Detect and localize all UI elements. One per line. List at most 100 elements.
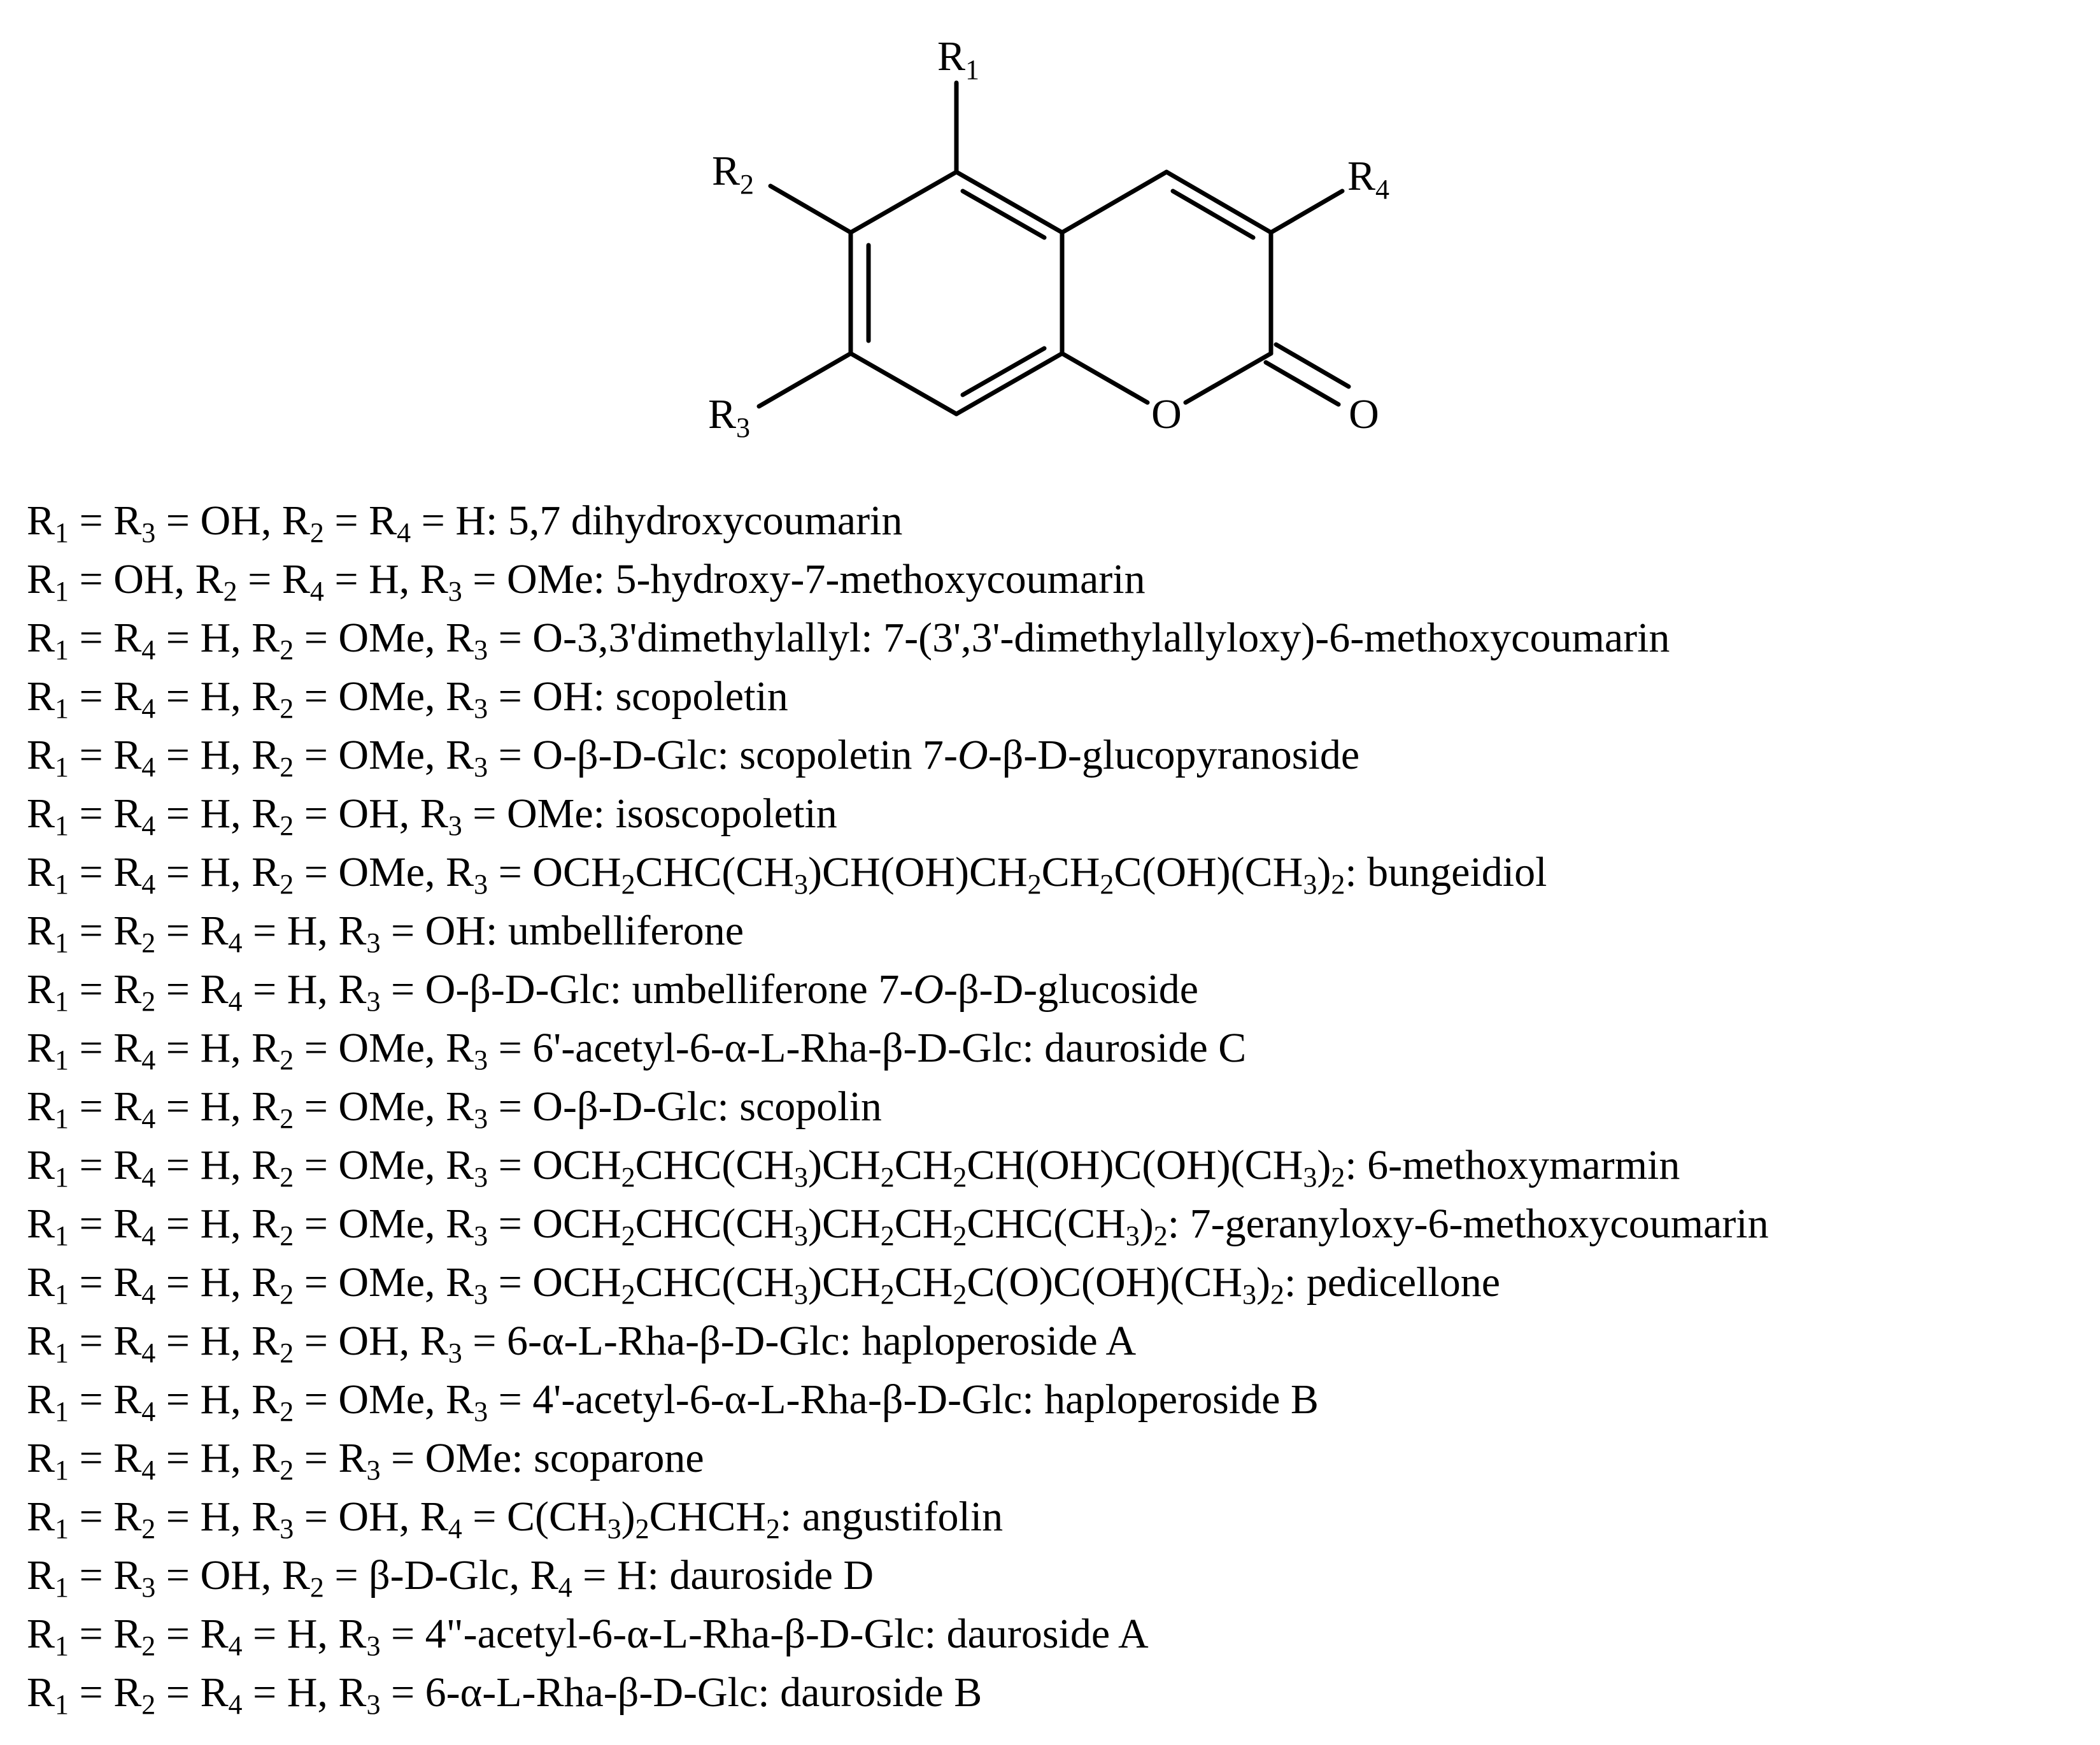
text-segment: = 4'-acetyl-6-α-L-Rha-β-D-Glc: haplopero… [488,1376,1319,1423]
subscript: 3 [1242,1279,1256,1310]
subscript: 2 [280,869,294,900]
text-segment: CH [1041,849,1100,895]
subscript: 3 [448,810,462,841]
text-segment: CHC(CH [635,1142,795,1188]
text-segment: ) [1317,1142,1331,1188]
subscript: 3 [474,1220,488,1251]
text-segment: = R [155,966,229,1013]
text-segment: = OH, R [69,556,223,602]
bond-r4 [1268,189,1345,235]
subscript: 4 [141,1455,156,1486]
text-segment: = R [69,1435,142,1481]
compound-line: R1 = R2 = R4 = H, R3 = 6-α-L-Rha-β-D-Glc… [27,1663,1769,1722]
subscript: 1 [55,869,69,900]
subscript: 4 [141,1044,156,1076]
subscript: 3 [794,1220,809,1251]
text-segment: = O-β-D-Glc: scopoletin 7- [488,732,958,778]
text-segment: R [27,966,55,1013]
text-segment: ) [1256,1259,1270,1306]
text-segment: = OMe: scoparone [380,1435,704,1481]
subscript: 1 [55,1455,69,1486]
subscript: 3 [1303,869,1317,900]
compound-line: R1 = R4 = H, R2 = OMe, R3 = OCH2CHC(CH3)… [27,1253,1769,1312]
text-segment: = R [155,1669,229,1716]
text-segment: R [27,1493,55,1540]
subscript: 4 [141,1220,156,1251]
subscript: 3 [794,869,809,900]
text-segment: R [27,556,55,602]
text-segment: = O-β-D-Glc: scopolin [488,1083,882,1130]
subscript: 2 [141,1630,156,1662]
subscript: 3 [474,1279,488,1310]
compound-line: R1 = R2 = R4 = H, R3 = O-β-D-Glc: umbell… [27,960,1769,1019]
compound-line: R1 = R4 = H, R2 = OH, R3 = OMe: isoscopo… [27,785,1769,843]
text-segment: R [27,1259,55,1306]
compound-line: R1 = R2 = H, R3 = OH, R4 = C(CH3)2CHCH2:… [27,1488,1769,1546]
subscript: 4 [448,1513,462,1544]
subscript: 4 [558,1572,572,1603]
subscript: 2 [223,576,238,607]
subscript: 4 [141,1162,156,1193]
text-segment: = R [323,497,397,544]
bond-c8a-c8 [954,351,1065,417]
text-segment: R [27,1435,55,1481]
subscript: 1 [55,986,69,1017]
subscript: 3 [607,1513,621,1544]
subscript: 2 [280,1396,294,1427]
text-segment: = H, R [155,1435,280,1481]
text-segment: = R [69,497,142,544]
subscript: 3 [366,1689,381,1720]
text-segment: = H, R [155,849,280,895]
subscript: 3 [474,751,488,783]
subscript: 2 [141,1689,156,1720]
text-segment: = R [69,1493,142,1540]
text-segment: = 6-α-L-Rha-β-D-Glc: haploperoside A [462,1318,1137,1364]
r3-label: R3 [708,391,750,443]
text-segment: = H, R [155,1493,280,1540]
text-segment: )CH [808,1142,881,1188]
subscript: 4 [141,751,156,783]
text-segment: CHC(CH [635,1259,795,1306]
bond-c8-c7 [848,351,959,417]
text-segment: -β-D-glucoside [943,966,1199,1013]
subscript: 2 [1153,1220,1168,1251]
text-segment: R [27,1025,55,1071]
bond-o1-c8a [1060,351,1150,405]
subscript: 3 [366,1455,381,1486]
subscript: 2 [880,1279,895,1310]
subscript: 3 [474,1396,488,1427]
carbonyl-oxygen-label: O [1349,391,1379,438]
subscript: 2 [309,517,324,548]
subscript: 4 [141,1337,156,1369]
subscript: 3 [474,1103,488,1134]
subscript: 4 [141,634,156,666]
text-segment: C(OH)(CH [1114,849,1303,895]
double-bond-inner-c4-c3 [1170,189,1256,240]
compound-line: R1 = R4 = H, R2 = OMe, R3 = OCH2CHC(CH3)… [27,843,1769,902]
subscript: 4 [141,810,156,841]
text-segment: CH [894,1200,953,1247]
subscript: 1 [55,927,69,958]
text-segment: R [27,908,55,954]
subscript: 1 [55,1279,69,1310]
text-segment: = R [69,673,142,720]
text-segment: = R [155,1611,229,1657]
subscript: 2 [1027,869,1042,900]
subscript: 4 [141,1279,156,1310]
text-segment: = R [69,1083,142,1130]
text-segment: ) [621,1493,635,1540]
text-segment: = OH: umbelliferone [380,908,744,954]
subscript: 1 [55,1337,69,1369]
subscript: 1 [55,1396,69,1427]
subscript: 4 [228,1689,243,1720]
compound-line: R1 = OH, R2 = R4 = H, R3 = OMe: 5-hydrox… [27,550,1769,609]
text-segment: = OH, R [155,497,310,544]
text-segment: = H, R [155,673,280,720]
text-segment: CHC(CH [635,849,795,895]
text-segment: = OMe, R [294,673,474,720]
text-segment: = H, R [155,790,280,837]
subscript: 3 [366,927,381,958]
compound-line: R1 = R4 = H, R2 = OMe, R3 = 4'-acetyl-6-… [27,1371,1769,1429]
text-segment: R [27,1376,55,1423]
text-segment: = OCH [488,1142,621,1188]
